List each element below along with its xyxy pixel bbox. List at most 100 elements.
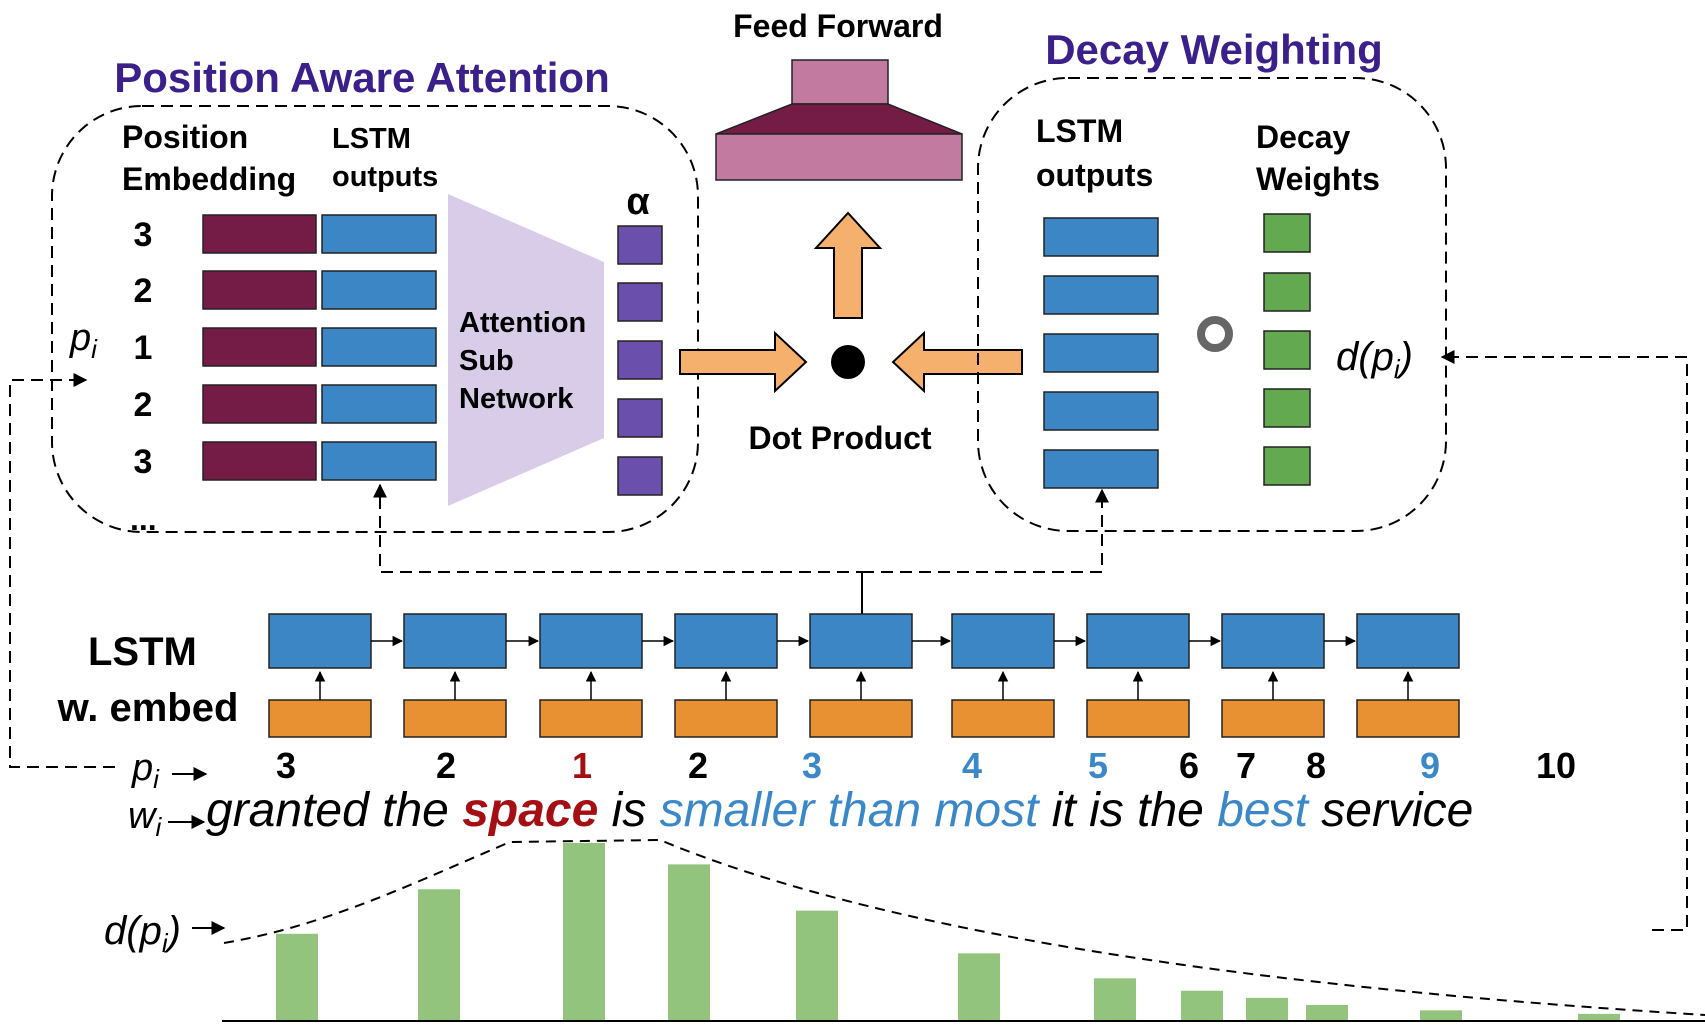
attention-lstm-output-box: [321, 270, 437, 310]
decay-weight-box: [1263, 388, 1311, 428]
sentence-pi-p: p: [131, 747, 153, 789]
sentence-word: most: [921, 784, 1040, 837]
position-embedding-box: [202, 384, 317, 424]
lstm-cell: [539, 613, 643, 669]
attention-sub-network-line2: Sub: [459, 345, 514, 377]
lstm-cell: [403, 613, 507, 669]
attention-position-number: 3: [134, 443, 153, 481]
decay-lstm-outputs-line2: outputs: [1036, 157, 1153, 193]
embedding-cell: [1356, 699, 1460, 738]
lstm-cell: [951, 613, 1055, 669]
embedding-cell: [268, 699, 372, 738]
sentence-word: smaller: [646, 784, 816, 837]
alpha-weight-box: [617, 225, 663, 265]
decay-lstm-outputs-label: LSTM outputs: [1036, 113, 1153, 193]
attention-lstm-output-box: [321, 214, 437, 254]
attention-pi-label: pi: [69, 317, 98, 364]
sentence-word: the: [369, 784, 449, 837]
attention-position-number: 3: [134, 216, 153, 254]
decay-weight-box: [1263, 446, 1311, 486]
sentence-position-number: 5: [1088, 745, 1108, 786]
lstm-cell: [1356, 613, 1460, 669]
position-embedding-line2: Embedding: [122, 161, 296, 197]
embedding-cell: [539, 699, 643, 738]
decay-columns: [1043, 213, 1311, 489]
bars-dpi-sub: i: [162, 928, 169, 958]
decay-dpi-label: d(pi): [1336, 335, 1413, 384]
sentence-wi-label: wi: [128, 795, 162, 842]
lstm-row-line2: w. embed: [57, 686, 239, 730]
lstm-row-line1: LSTM: [88, 630, 197, 674]
attention-position-number: 2: [134, 386, 153, 424]
sentence-wi-w: w: [128, 795, 158, 837]
sentence-wi-sub: i: [155, 812, 162, 842]
sentence-word: is: [598, 784, 646, 837]
sentence-position-number: 3: [802, 745, 822, 786]
position-embedding-label: Position Embedding: [122, 119, 296, 197]
sentence-word: service: [1308, 784, 1473, 837]
decay-bar: [1246, 997, 1288, 1021]
sentence-word: it: [1038, 784, 1077, 837]
sentence-position-number: 7: [1236, 745, 1256, 786]
decay-lstm-outputs-line1: LSTM: [1036, 113, 1123, 149]
right-arrow-to-dot: [679, 330, 808, 394]
sentence-pi-sub: i: [153, 764, 160, 794]
bars-dpi-label: d(pi): [104, 909, 181, 958]
decay-lstm-output-box: [1043, 449, 1159, 489]
position-embedding-box: [202, 270, 317, 310]
hadamard-product-symbol: [1197, 316, 1233, 352]
decay-weight-box: [1263, 330, 1311, 370]
alpha-weight-box: [617, 456, 663, 496]
dot-product-symbol: [831, 345, 865, 379]
attention-sub-network-line1: Attention: [459, 307, 586, 339]
sentence-word: best: [1204, 784, 1310, 837]
position-embedding-box: [202, 441, 317, 481]
alpha-weight-box: [617, 282, 663, 322]
decay-dpi-open: d(p: [1336, 335, 1394, 379]
attention-lstm-outputs-label: LSTM outputs: [332, 123, 438, 193]
decay-weights-label: Decay Weights: [1256, 119, 1380, 197]
sentence-position-number: 3: [276, 745, 296, 786]
attention-position-number: 1: [134, 329, 153, 367]
attention-pi-sub: i: [91, 334, 98, 364]
decay-lstm-output-box: [1043, 391, 1159, 431]
decay-weight-box: [1263, 213, 1311, 253]
attention-ellipsis: ...: [130, 501, 157, 537]
sentence-word: is: [1076, 784, 1124, 837]
decay-bar: [418, 889, 460, 1021]
embedding-cell: [403, 699, 507, 738]
lstm-cell: [809, 613, 913, 669]
sentence-position-number: 10: [1536, 745, 1576, 786]
attention-pi-p: p: [69, 317, 91, 359]
alpha-weight-box: [617, 340, 663, 380]
embedding-cell: [809, 699, 913, 738]
attention-position-number: 2: [134, 272, 153, 310]
decay-weights-line2: Weights: [1256, 161, 1380, 197]
sentence-position-number: 8: [1306, 745, 1326, 786]
sentence-word: than: [814, 784, 921, 837]
decay-bar: [563, 843, 605, 1021]
sentence-word: space: [449, 784, 598, 837]
decay-bar: [1306, 1004, 1348, 1021]
decay-bar: [1420, 1010, 1462, 1021]
up-arrow-to-feed-forward: [813, 211, 883, 319]
dot-product-label: Dot Product: [748, 420, 931, 456]
sentence-words: granted the space is smaller than most i…: [206, 784, 1473, 837]
dashed-connectors: [9, 350, 1688, 931]
embedding-cell: [1086, 699, 1190, 738]
bars-dpi-open: d(p: [104, 909, 162, 953]
feed-forward-trapezoid: [715, 103, 963, 135]
decay-bar: [668, 864, 710, 1021]
lstm-cell: [268, 613, 372, 669]
connector-dpi-to-decay: [1440, 350, 1688, 931]
decay-bar: [796, 910, 838, 1021]
attention-sub-network-line3: Network: [459, 383, 574, 415]
embedding-cell: [1221, 699, 1325, 738]
decay-dpi-close: ): [1396, 335, 1413, 379]
position-embedding-line1: Position: [122, 119, 248, 155]
embedding-cell: [951, 699, 1055, 738]
alpha-label: α: [626, 181, 649, 223]
feed-forward-base: [715, 133, 963, 181]
sentence-pi-label: pi: [131, 747, 160, 794]
